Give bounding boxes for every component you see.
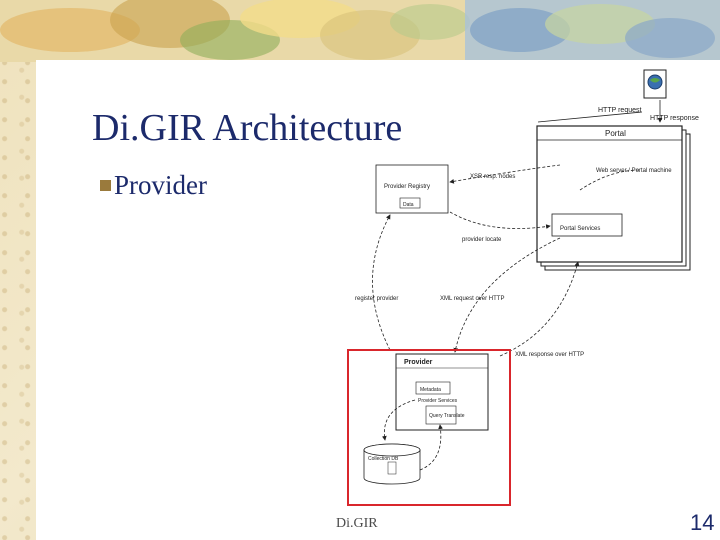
collection-db-icon (363, 443, 421, 485)
query-translate-box (425, 405, 457, 425)
square-bullet-icon (100, 180, 111, 191)
metadata-box (415, 381, 451, 395)
collection-db-label: Collection DB (368, 456, 399, 462)
provider-box-title: Provider (404, 359, 433, 366)
xml-response-label: XML response over HTTP (515, 352, 584, 358)
footer-label: Di.GIR (336, 516, 378, 531)
portal-machine-label: Web server / Portal machine (596, 168, 672, 174)
metadata-label: Metadata (420, 387, 441, 393)
provider-locate-arrow (449, 211, 551, 229)
provider-locate-label: provider locate (462, 237, 502, 243)
registry-data-box (399, 197, 421, 209)
registry-query-arrow (449, 164, 561, 184)
db-response-arrow (419, 424, 443, 471)
provider-highlight-box (347, 349, 511, 506)
slide-page-number: 14 (690, 510, 715, 535)
slide-title: Di.GIR Architecture (92, 107, 403, 149)
http-request-arrow (537, 111, 643, 123)
register-provider-label: register provider (355, 296, 398, 302)
portal-services-box (551, 213, 623, 237)
registry-data-label: Data (403, 202, 414, 208)
resolver-nodes-label: XSR resp. nodes (470, 174, 515, 180)
xml-request-arrow (453, 237, 561, 353)
decorative-leaf-banner (0, 0, 720, 62)
portal-services-label: Portal Services (560, 226, 600, 232)
http-request-label: HTTP request (598, 107, 641, 114)
query-translate-label: Query Translate (429, 413, 465, 419)
portal-label: Portal (605, 129, 626, 138)
xml-response-arrow (499, 261, 580, 357)
http-response-label: HTTP response (650, 115, 699, 122)
xml-request-label: XML request over HTTP (440, 296, 504, 302)
client-browser-icon (643, 69, 667, 99)
provider-services-label: Provider Services (418, 398, 458, 404)
provider-registry-label: Provider Registry (384, 184, 430, 190)
db-query-arrow (381, 399, 416, 441)
bullet-text: Provider (114, 170, 207, 200)
portal-stack (536, 125, 691, 271)
bullet-item: Provider (100, 170, 207, 201)
register-provider-arrow (372, 214, 391, 351)
